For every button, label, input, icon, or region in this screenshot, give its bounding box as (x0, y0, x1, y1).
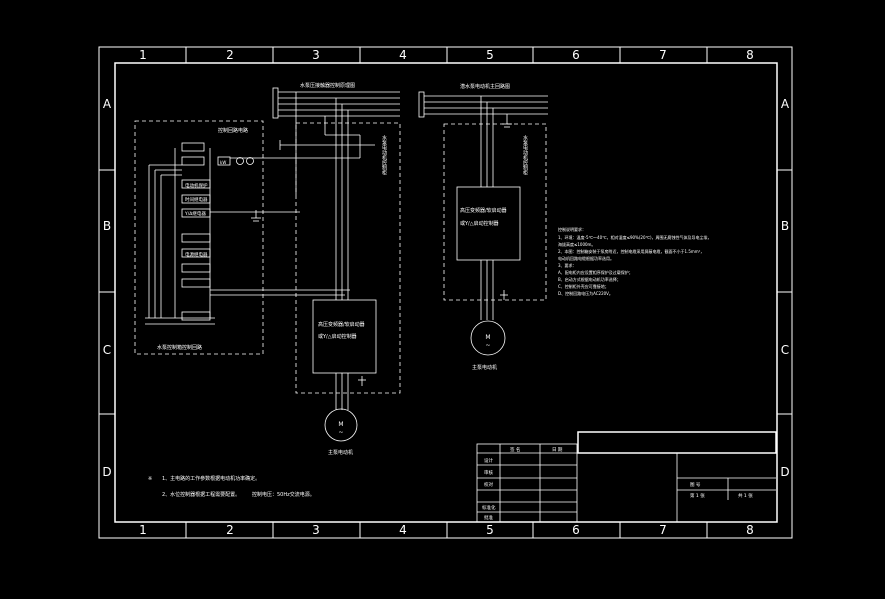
tb-page: 第 1 张 (690, 492, 705, 499)
col-label-bottom: 1 (139, 523, 147, 537)
tb-head-sign: 签 名 (510, 446, 520, 453)
tb-row-label: 标准化 (482, 504, 496, 511)
right-circuit-title: 潜水泵电动机主回路图 (460, 83, 510, 90)
col-label-top: 5 (486, 48, 494, 62)
right-motor-symbol (470, 320, 506, 356)
right-starter-line2: 或Y/△启动控制器 (460, 220, 499, 227)
left-control-box (134, 120, 264, 355)
left-motor-mark: M (338, 421, 343, 428)
tb-row-label: 设计 (484, 457, 493, 464)
left-kw: kW (220, 160, 226, 165)
notes-line: 3、要求： (558, 262, 577, 268)
notes-line: D、控制回路电压为AC220V。 (558, 290, 613, 296)
footnote-1: 1、主电路的工作参数根据电动机功率确定。 (162, 475, 260, 482)
notes-line: 电动机回路电缆根据功率选用。 (558, 255, 614, 261)
right-bus-lines (418, 91, 548, 118)
row-label-left: D (102, 465, 111, 479)
left-motor-leads (335, 373, 366, 410)
col-label-top: 7 (659, 48, 667, 62)
right-motor-mark: M (485, 334, 490, 341)
notes-line: A、配电柜内应设置相序保护及过载保护； (558, 269, 633, 275)
footnote-2b: 控制电压：50Hz交流电源。 (252, 491, 315, 498)
footnote-2: 2、水位控制器根据工程需要配置。 (162, 491, 240, 498)
left-motor-label: 主泵电动机 (328, 449, 353, 456)
tb-head-date: 日 期 (552, 447, 563, 453)
left-cabinet-box (295, 122, 401, 394)
tb-total: 共 1 张 (738, 492, 753, 499)
left-motor-symbol (324, 408, 358, 442)
left-feeders (230, 92, 375, 300)
left-box-label: 水泵控制箱控制回路 (157, 344, 202, 351)
notes-heading: 控制说明要求： (558, 226, 586, 232)
row-label-right: A (781, 97, 790, 111)
col-label-bottom: 6 (572, 523, 580, 537)
left-cabinet-label: 水泵电动机控制柜 (381, 134, 387, 176)
notes-line: 2、本图：控制箱安装于泵房附近，控制电缆采用屏蔽电缆，截面不小于1.5mm²， (558, 248, 704, 254)
left-starter-line1: 高压变频器/软启动器 (318, 321, 365, 328)
right-starter-box (456, 186, 521, 261)
left-starter-box (312, 299, 377, 374)
row-label-right: C (781, 343, 789, 357)
row-label-left: A (103, 97, 112, 111)
right-motor-sub: ~ (485, 342, 490, 349)
left-control-wiring (145, 148, 350, 325)
col-label-top: 4 (399, 48, 407, 62)
right-feeders (480, 96, 512, 320)
notes-line: 1、环境：温度-5℃～40℃，相对湿度≤90%(20℃)，周围无腐蚀性气体及导电… (558, 234, 712, 240)
col-label-bottom: 2 (226, 523, 234, 537)
left-starter-line2: 或Y/△启动控制器 (318, 333, 357, 340)
notes-line: 海拔高度≤1000m。 (558, 241, 595, 247)
right-cabinet-label: 水泵电动机控制柜 (522, 134, 528, 176)
col-label-top: 8 (746, 48, 754, 62)
title-block (476, 431, 777, 523)
relay-label: Y/Δ继电器 (184, 210, 206, 217)
relay-label: 电源继电器 (185, 251, 208, 258)
tb-drawing-no: 图 号 (690, 482, 701, 488)
tb-row-label: 校对 (484, 481, 493, 488)
right-starter-line1: 高压变频器/软启动器 (460, 207, 507, 214)
row-label-right: B (781, 219, 789, 233)
row-label-right: D (780, 465, 789, 479)
col-label-bottom: 7 (659, 523, 667, 537)
relay-label: 电动机保护 (185, 182, 208, 189)
left-motor-sub: ~ (338, 429, 343, 436)
row-label-left: C (103, 343, 111, 357)
tb-row-label: 批准 (484, 514, 493, 521)
relay-label: 时间继电器 (185, 196, 208, 203)
col-label-top: 2 (226, 48, 234, 62)
col-label-top: 1 (139, 48, 147, 62)
col-label-bottom: 5 (486, 523, 494, 537)
ground-icon (251, 210, 261, 222)
left-relay-boxes (181, 142, 254, 321)
tb-row-label: 审核 (484, 469, 493, 476)
col-label-bottom: 4 (399, 523, 407, 537)
footnote-star: ※ (148, 476, 152, 482)
col-label-top: 6 (572, 48, 580, 62)
left-bus-lines (272, 87, 400, 119)
col-label-bottom: 3 (312, 523, 320, 537)
notes-line: C、控制柜外壳应可靠接地； (558, 283, 609, 289)
left-circuit-title: 水泵压接触器控制原理图 (300, 82, 355, 89)
zone-dividers (99, 47, 792, 538)
right-cabinet-box (443, 123, 547, 301)
col-label-top: 3 (312, 48, 320, 62)
left-ctrl-label: 控制回路电路 (218, 127, 248, 134)
right-motor-label: 主泵电动机 (472, 364, 497, 371)
row-label-left: B (103, 219, 111, 233)
notes-line: B、启动方式根据电动机功率选择； (558, 276, 621, 282)
col-label-bottom: 8 (746, 523, 754, 537)
